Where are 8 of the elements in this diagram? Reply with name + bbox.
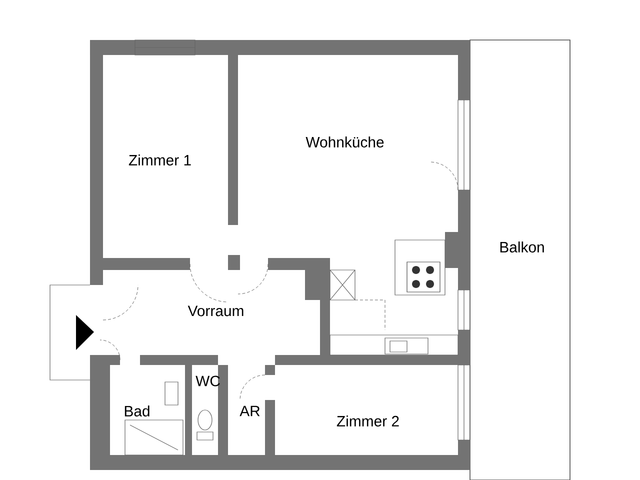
room-label: Balkon xyxy=(500,242,544,252)
room-label: Vorraum xyxy=(188,306,244,316)
room-label: AR xyxy=(240,406,260,416)
room-label: Zimmer 2 xyxy=(336,416,399,426)
room-label: Zimmer 1 xyxy=(128,154,191,166)
room-label: Wohnküche xyxy=(306,136,384,148)
room-label: WC xyxy=(196,376,220,386)
room-label: Bad xyxy=(124,406,150,416)
